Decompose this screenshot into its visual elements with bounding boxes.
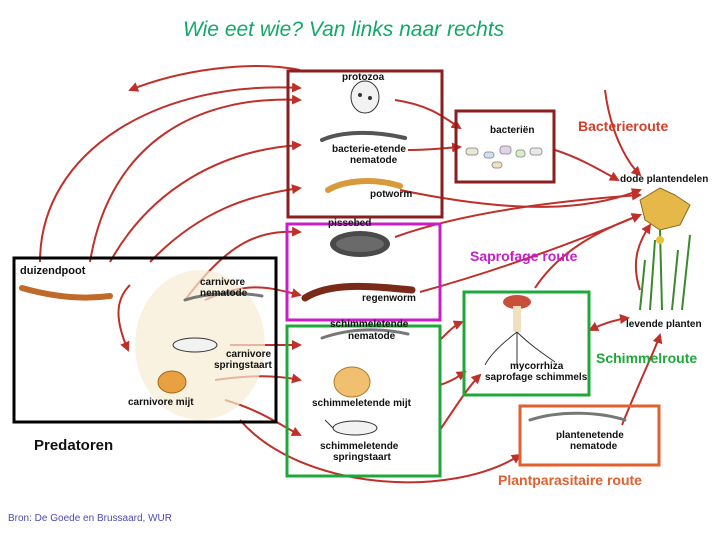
earthworm-drawing xyxy=(301,282,416,302)
route-label-saprophage: Saprofage route xyxy=(470,248,578,264)
arrow xyxy=(554,149,620,181)
label-carnivore-mite: carnivore mijt xyxy=(128,397,194,408)
label-protozoa: protozoa xyxy=(342,72,385,83)
arrow xyxy=(588,314,630,331)
saprophage-box xyxy=(285,222,442,322)
arrow xyxy=(149,184,302,263)
fungivore-box xyxy=(285,324,442,478)
label-saprophage-fungi: saprofage schimmels xyxy=(485,372,588,383)
label-earthworm: regenworm xyxy=(362,293,416,304)
label-fungivore-nematode-1: schimmeletende xyxy=(330,319,409,330)
carnivore-springtail-drawing xyxy=(172,337,218,353)
fungi-box xyxy=(462,290,591,397)
woodlouse-drawing xyxy=(330,231,390,257)
label-bacteria-nematode-1: bacterie-etende xyxy=(332,144,406,155)
bacteria-nematode-drawing xyxy=(320,130,407,142)
potworm-drawing xyxy=(325,178,403,193)
centipede-drawing xyxy=(19,285,113,301)
label-plant-nematode-2: nematode xyxy=(570,441,618,452)
fungivore-springtail-drawing xyxy=(324,419,378,436)
route-label-bacteria: Bacterieroute xyxy=(578,118,669,134)
label-fungivore-springtail-2: springstaart xyxy=(333,452,391,463)
arrow xyxy=(109,140,302,263)
arrow xyxy=(439,320,464,341)
arrow xyxy=(604,89,642,177)
protozoa-drawing xyxy=(350,80,380,114)
predators-box xyxy=(12,256,278,424)
plant-nematode-drawing xyxy=(528,411,627,422)
label-carnivore-springtail-2: springstaart xyxy=(214,360,272,371)
arrow xyxy=(634,223,652,291)
route-label-plant-parasite: Plantparasitaire route xyxy=(498,472,642,488)
label-fungivore-springtail-1: schimmeletende xyxy=(320,441,399,452)
label-plant-nematode-1: plantenetende xyxy=(556,430,624,441)
page-title: Wie eet wie? Van links naar rechts xyxy=(183,18,505,41)
arrow xyxy=(394,190,642,238)
arrow xyxy=(239,419,522,484)
source-credit: Bron: De Goede en Brussaard, WUR xyxy=(8,513,172,524)
predators-label: Predatoren xyxy=(34,437,114,454)
arrow xyxy=(407,142,462,153)
carnivore-mite-drawing xyxy=(157,370,187,394)
label-carnivore-springtail-1: carnivore xyxy=(226,349,272,360)
fungivore-mite-drawing xyxy=(333,366,371,398)
bacteria-drawing xyxy=(465,145,543,169)
label-carnivore-nematode-2: nematode xyxy=(200,288,248,299)
label-fungivore-nematode-2: nematode xyxy=(348,331,396,342)
label-mycorrhiza: mycorrhiza xyxy=(510,361,564,372)
arrow xyxy=(534,213,642,289)
label-living-plants: levende planten xyxy=(626,319,702,330)
label-woodlouse: pissebed xyxy=(328,218,372,229)
label-bacteria-nematode-2: nematode xyxy=(350,155,398,166)
arrows xyxy=(39,65,663,484)
label-dead-plant-parts: dode plantendelen xyxy=(620,174,709,185)
arrow xyxy=(621,333,663,426)
label-potworm: potworm xyxy=(370,189,413,200)
route-label-fungi: Schimmelroute xyxy=(596,350,698,366)
mycorrhiza-drawing xyxy=(484,295,556,368)
living-plants-drawing xyxy=(639,229,691,311)
carnivore-nematode-drawing xyxy=(183,291,264,302)
label-carnivore-nematode-1: carnivore xyxy=(200,277,246,288)
fungivore-nematode-drawing xyxy=(320,328,410,340)
arrow xyxy=(439,370,467,386)
bacteria-box xyxy=(454,109,556,184)
arrow xyxy=(39,82,302,263)
label-fungivore-mite: schimmeletende mijt xyxy=(312,398,411,409)
arrow xyxy=(117,284,131,352)
arrow xyxy=(394,99,462,130)
bacteria-feeders-box xyxy=(286,69,444,219)
arrow xyxy=(89,94,302,263)
label-bacteria: bacteriën xyxy=(490,125,535,136)
plant-parasite-box xyxy=(518,404,661,467)
dead-plant-drawing xyxy=(639,187,691,231)
arrow xyxy=(128,65,301,92)
label-centipede: duizendpoot xyxy=(20,265,86,277)
